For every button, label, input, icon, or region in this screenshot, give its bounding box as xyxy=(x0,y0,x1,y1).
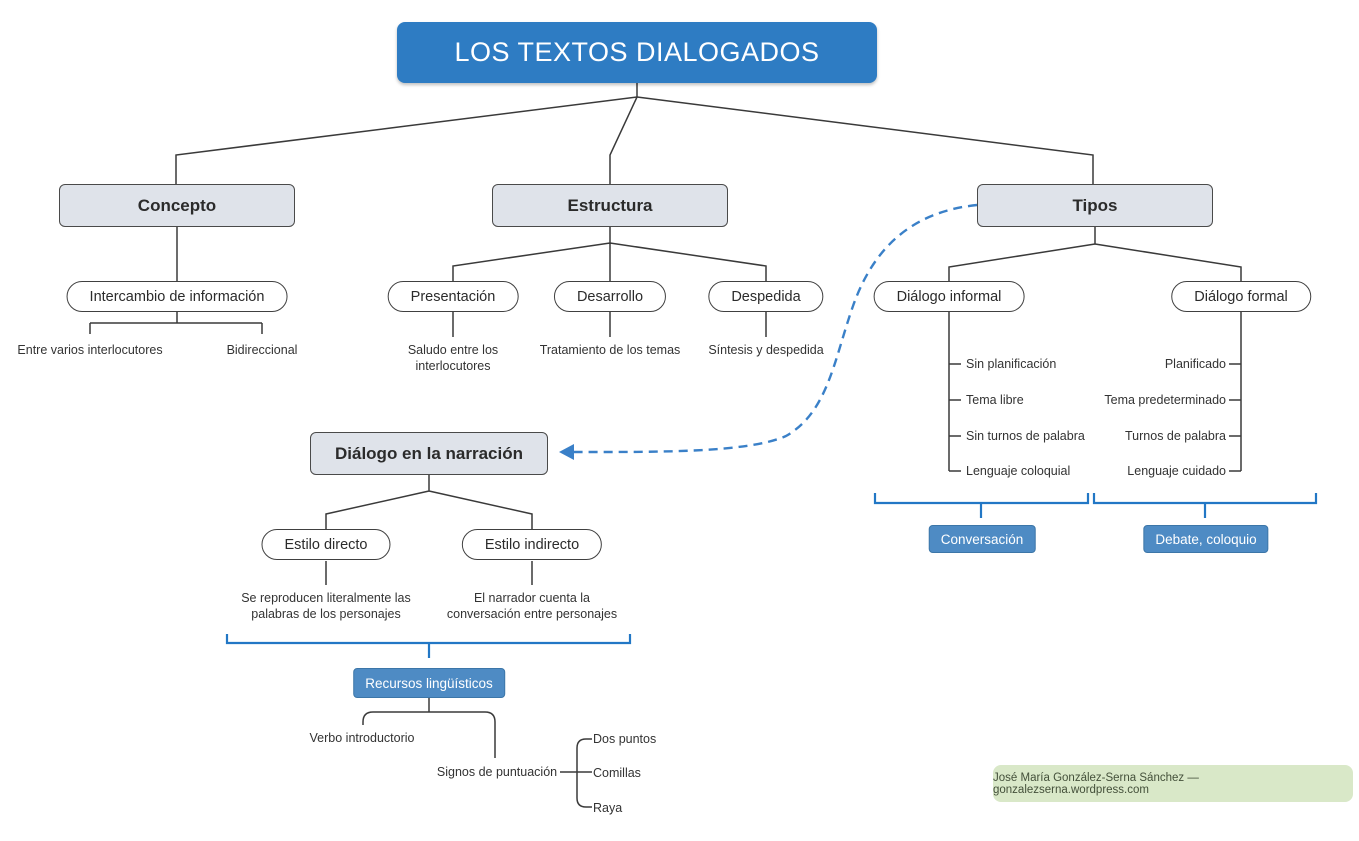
dialogo-formal-node: Diálogo formal xyxy=(1171,281,1311,312)
comillas-label: Comillas xyxy=(593,766,641,780)
verbo-introductorio-label: Verbo introductorio xyxy=(309,731,415,745)
recursos-children-line xyxy=(362,711,496,758)
author-credit: José María González-Serna Sánchez — gonz… xyxy=(993,765,1353,802)
intercambio-children-line xyxy=(89,312,263,334)
estilo-desc-stubs xyxy=(325,561,533,585)
tipos-to-narracion-dashed-curve xyxy=(573,203,978,454)
debate-coloquio-node: Debate, coloquio xyxy=(1143,525,1269,553)
estructura-desc-stubs xyxy=(452,311,767,337)
formal-bracket xyxy=(1092,493,1318,518)
informal-item: Lenguaje coloquial xyxy=(966,464,1071,478)
dashed-curve-arrowhead xyxy=(559,444,574,460)
estilos-bracket xyxy=(225,634,632,658)
raya-label: Raya xyxy=(593,801,623,815)
informal-item: Sin planificación xyxy=(966,357,1057,371)
informal-bracket xyxy=(873,493,1090,518)
conversacion-node: Conversación xyxy=(928,525,1036,553)
narracion-fan-line xyxy=(325,475,533,529)
estructura-fan-line xyxy=(452,227,767,281)
estilo-indirecto-node: Estilo indirecto xyxy=(461,529,603,560)
dialogo-informal-node: Diálogo informal xyxy=(873,281,1025,312)
despedida-desc: Síntesis y despedida xyxy=(708,343,824,357)
title-to-tipos-line xyxy=(636,96,1094,184)
signos-puntuacion-label: Signos de puntuación xyxy=(436,765,558,779)
formal-item: Planificado xyxy=(1164,357,1226,371)
signos-items-bracket xyxy=(576,738,592,808)
estilo-directo-node: Estilo directo xyxy=(261,529,391,560)
tipos-header: Tipos xyxy=(977,184,1213,227)
informal-item: Sin turnos de palabra xyxy=(966,429,1085,443)
desarrollo-node: Desarrollo xyxy=(553,281,667,312)
despedida-node: Despedida xyxy=(708,281,824,312)
desarrollo-desc: Tratamiento de los temas xyxy=(539,343,681,357)
tipos-fan-line xyxy=(948,227,1242,281)
entre-varios-label: Entre varios interlocutores xyxy=(17,343,163,357)
formal-item: Turnos de palabra xyxy=(1125,429,1226,443)
map-title: LOS TEXTOS DIALOGADOS xyxy=(397,22,877,83)
presentacion-desc: Saludo entre los interlocutores xyxy=(407,343,499,373)
estilo-indirecto-desc: El narrador cuenta la conversación entre… xyxy=(446,591,618,621)
narracion-header: Diálogo en la narración xyxy=(310,432,548,475)
formal-spine-line xyxy=(1229,311,1242,472)
presentacion-node: Presentación xyxy=(387,281,519,312)
title-to-concepto-line xyxy=(175,96,638,184)
concepto-header: Concepto xyxy=(59,184,295,227)
title-to-estructura-line xyxy=(609,96,638,184)
recursos-linguisticos-node: Recursos lingüísticos xyxy=(353,668,505,698)
estructura-header: Estructura xyxy=(492,184,728,227)
intercambio-node: Intercambio de información xyxy=(66,281,288,312)
formal-item: Lenguaje cuidado xyxy=(1127,464,1226,478)
formal-item: Tema predeterminado xyxy=(1104,393,1226,407)
estilo-directo-desc: Se reproducen literalmente las palabras … xyxy=(241,591,411,621)
bidireccional-label: Bidireccional xyxy=(226,343,298,357)
informal-spine-line xyxy=(948,311,961,472)
informal-item: Tema libre xyxy=(966,393,1024,407)
dos-puntos-label: Dos puntos xyxy=(593,732,657,746)
